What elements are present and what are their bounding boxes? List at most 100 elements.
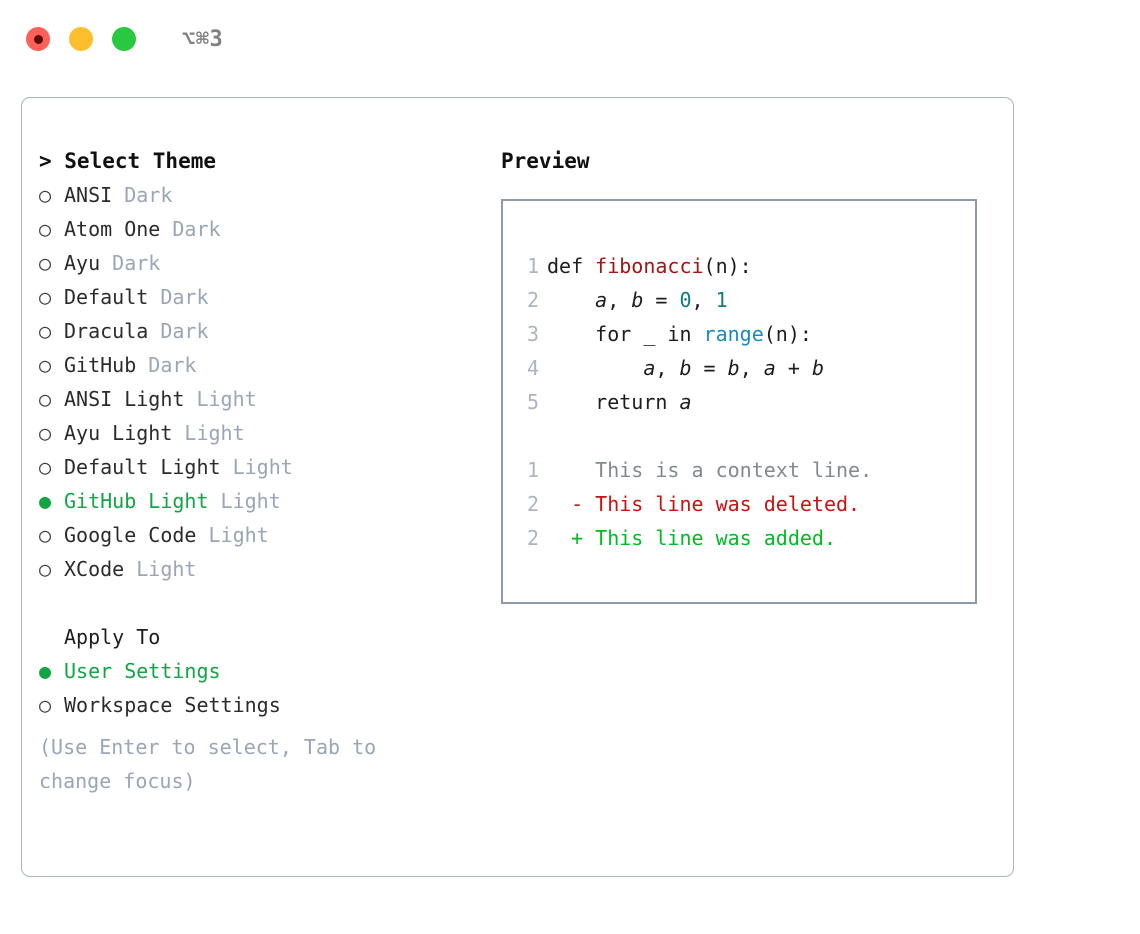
code-line-number: 2 bbox=[526, 288, 539, 312]
apply-to-option-label: User Settings bbox=[64, 659, 221, 683]
code-line: 3 for _ in range(n): bbox=[503, 317, 975, 351]
apply-to-list: ●User Settings○Workspace Settings bbox=[39, 654, 499, 722]
radio-unselected-icon: ○ bbox=[39, 455, 52, 479]
code-line-number: 3 bbox=[526, 322, 539, 346]
theme-option-dracula[interactable]: ○Dracula Dark bbox=[39, 314, 499, 348]
theme-option-variant: Dark bbox=[160, 285, 209, 309]
code-token bbox=[547, 288, 595, 312]
diff-line-number: 2 bbox=[526, 526, 539, 550]
code-line-number: 1 bbox=[526, 254, 539, 278]
code-token: , bbox=[655, 356, 680, 380]
keyboard-hint-text: (Use Enter to select, Tab to change focu… bbox=[39, 735, 377, 793]
radio-unselected-icon: ○ bbox=[39, 217, 52, 241]
window-controls bbox=[26, 27, 136, 51]
theme-option-variant: Light bbox=[196, 387, 257, 411]
theme-option-ansi[interactable]: ○ ANSI Dark bbox=[39, 178, 499, 212]
select-theme-header: > Select Theme bbox=[39, 149, 217, 173]
diff-marker: - bbox=[547, 492, 596, 516]
theme-option-label: Default Light bbox=[64, 455, 233, 479]
list-spacer bbox=[39, 586, 499, 620]
radio-unselected-icon: ○ bbox=[39, 285, 52, 309]
apply-to-header: Apply To bbox=[64, 625, 161, 649]
code-line-number: 4 bbox=[526, 356, 539, 380]
theme-option-label: XCode bbox=[64, 557, 137, 581]
diff-line: 2 + This line was added. bbox=[503, 521, 975, 555]
code-diff-spacer bbox=[503, 419, 975, 453]
theme-option-label: Google Code bbox=[64, 523, 209, 547]
radio-selected-icon: ● bbox=[39, 489, 52, 513]
code-line-content: return a bbox=[547, 385, 692, 419]
code-token: a bbox=[679, 390, 692, 414]
main-panel: > Select Theme ○ANSI Dark○Atom One Dark○… bbox=[21, 97, 1014, 877]
theme-option-variant: Dark bbox=[124, 183, 173, 207]
code-token: + bbox=[775, 356, 812, 380]
diff-marker bbox=[547, 453, 595, 487]
theme-option-label: Default bbox=[64, 285, 161, 309]
code-token: b bbox=[631, 288, 644, 312]
theme-list: ○ANSI Dark○Atom One Dark○Ayu Dark○Defaul… bbox=[39, 178, 499, 586]
theme-option-default[interactable]: ○ Default Dark bbox=[39, 280, 499, 314]
theme-option-ayu[interactable]: ○Ayu Dark bbox=[39, 246, 499, 280]
diff-line-content: This is a context line. bbox=[595, 458, 873, 482]
maximize-button-icon[interactable] bbox=[112, 27, 136, 51]
code-line: 2 a, b = 0, 1 bbox=[503, 283, 975, 317]
code-token: a bbox=[595, 288, 608, 312]
code-line-content: a, b = 0, 1 bbox=[547, 283, 728, 317]
diff-line: 1 This is a context line. bbox=[503, 453, 975, 487]
theme-option-label: Ayu Light bbox=[64, 421, 185, 445]
theme-option-xcode[interactable]: ○ XCode Light bbox=[39, 552, 499, 586]
code-line-content: for _ in range(n): bbox=[547, 317, 812, 351]
theme-option-label: GitHub bbox=[64, 353, 149, 377]
radio-unselected-icon: ○ bbox=[39, 557, 52, 581]
radio-unselected-icon: ○ bbox=[39, 523, 52, 547]
theme-option-github-light[interactable]: ●GitHub Light Light bbox=[39, 484, 499, 518]
theme-option-variant: Dark bbox=[172, 217, 221, 241]
theme-option-default-light[interactable]: ○Default Light Light bbox=[39, 450, 499, 484]
diff-marker: + bbox=[547, 526, 596, 550]
theme-option-atom-one[interactable]: ○Atom One Dark bbox=[39, 212, 499, 246]
code-token: b bbox=[727, 356, 740, 380]
theme-option-label: GitHub Light bbox=[64, 489, 221, 513]
code-token: return bbox=[547, 390, 680, 414]
theme-option-ayu-light[interactable]: ○Ayu Light Light bbox=[39, 416, 499, 450]
theme-option-label: ANSI Light bbox=[64, 387, 197, 411]
theme-option-google-code[interactable]: ○Google Code Light bbox=[39, 518, 499, 552]
code-line-number: 5 bbox=[526, 390, 539, 414]
code-token: b bbox=[811, 356, 824, 380]
radio-unselected-icon: ○ bbox=[39, 387, 52, 411]
radio-unselected-icon: ○ bbox=[39, 319, 52, 343]
close-button-icon[interactable] bbox=[26, 27, 50, 51]
diff-line-content: This line was added. bbox=[595, 526, 836, 550]
code-token: for _ in bbox=[547, 322, 704, 346]
code-line: 4 a, b = b, a + b bbox=[503, 351, 975, 385]
code-token: (n): bbox=[703, 254, 752, 278]
code-token: a bbox=[643, 356, 656, 380]
code-token: range bbox=[703, 322, 764, 346]
minimize-button-icon[interactable] bbox=[69, 27, 93, 51]
diff-line-number: 2 bbox=[526, 492, 539, 516]
theme-option-ansi-light[interactable]: ○ ANSI Light Light bbox=[39, 382, 499, 416]
theme-option-label: Dracula bbox=[64, 319, 161, 343]
code-token: = bbox=[643, 288, 680, 312]
theme-option-variant: Dark bbox=[112, 251, 161, 275]
code-token: a bbox=[763, 356, 776, 380]
code-token bbox=[547, 356, 643, 380]
theme-option-label: ANSI bbox=[64, 183, 125, 207]
theme-option-github[interactable]: ○GitHub Dark bbox=[39, 348, 499, 382]
apply-to-option-workspace-settings[interactable]: ○Workspace Settings bbox=[39, 688, 499, 722]
code-token: , bbox=[691, 288, 716, 312]
apply-to-option-label: Workspace Settings bbox=[64, 693, 281, 717]
code-token: 1 bbox=[715, 288, 728, 312]
code-token: (n): bbox=[763, 322, 812, 346]
radio-unselected-icon: ○ bbox=[39, 353, 52, 377]
apply-to-option-user-settings[interactable]: ●User Settings bbox=[39, 654, 499, 688]
theme-option-label: Ayu bbox=[64, 251, 113, 275]
theme-option-variant: Light bbox=[136, 557, 197, 581]
radio-unselected-icon: ○ bbox=[39, 183, 52, 207]
code-token: 0 bbox=[679, 288, 692, 312]
keyboard-shortcut-label: ⌥⌘3 bbox=[182, 26, 224, 52]
